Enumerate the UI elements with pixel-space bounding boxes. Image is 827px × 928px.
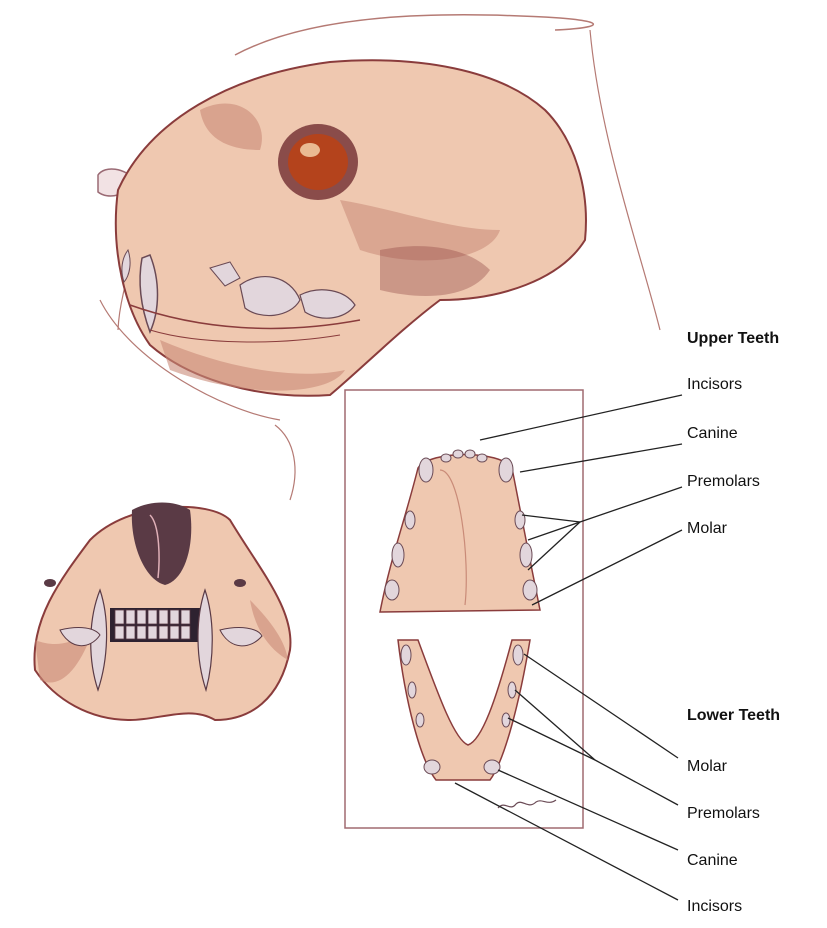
frontal-skull (34, 503, 290, 721)
palate-frame (345, 390, 583, 828)
leader-upper-molar (532, 530, 682, 605)
leader-upper-incisors (480, 395, 682, 440)
upper-teeth-header: Upper Teeth (687, 330, 779, 348)
leader-upper-premolars-main (580, 487, 682, 522)
leader-lower-canine (498, 770, 678, 850)
upper-molar-label: Molar (687, 520, 727, 538)
leader-upper-premolars-b (528, 522, 580, 540)
lower-canine-label: Canine (687, 852, 738, 870)
lateral-skull (98, 15, 660, 500)
lower-molar-label: Molar (687, 758, 727, 776)
lower-premolars-label: Premolars (687, 805, 760, 823)
leader-upper-canine (520, 444, 682, 472)
leader-upper-premolars-a (522, 515, 580, 522)
lower-teeth-header: Lower Teeth (687, 707, 780, 725)
upper-premolars-label: Premolars (687, 473, 760, 491)
upper-incisors-label: Incisors (687, 376, 742, 394)
lower-incisors-label: Incisors (687, 898, 742, 916)
leader-lower-molar (524, 654, 678, 758)
upper-canine-label: Canine (687, 425, 738, 443)
leader-lower-premolars-b (508, 718, 595, 760)
leader-lower-premolars-main (595, 760, 678, 805)
leader-upper-premolars-c (528, 522, 580, 570)
